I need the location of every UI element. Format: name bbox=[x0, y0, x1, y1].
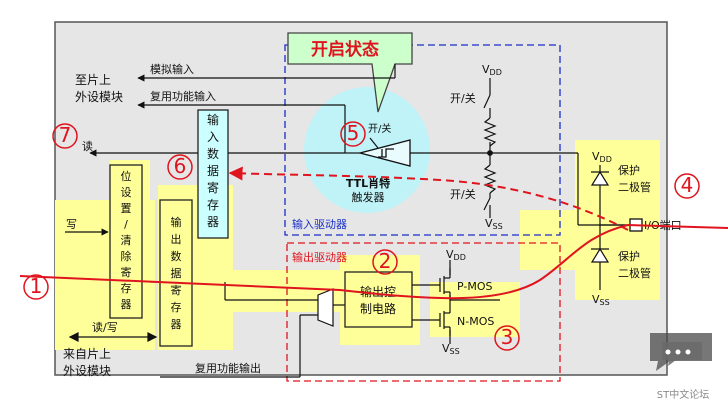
read-write-label: 读/写 bbox=[92, 320, 118, 334]
svg-text:2: 2 bbox=[379, 249, 392, 273]
write-label: 写 bbox=[66, 218, 77, 231]
bit-set-clear-register-box bbox=[109, 164, 143, 319]
protect-diode-bot-1: 保护 bbox=[618, 249, 640, 263]
schmitt-trigger-label-1: TTL肖特 bbox=[346, 176, 390, 190]
svg-text:寄: 寄 bbox=[207, 180, 219, 195]
from-peripheral-2: 外设模块 bbox=[63, 364, 111, 378]
pmos-label: P-MOS bbox=[457, 280, 493, 293]
svg-text:入: 入 bbox=[207, 130, 219, 144]
svg-text:置: 置 bbox=[121, 202, 132, 215]
svg-text:寄: 寄 bbox=[171, 283, 182, 297]
multiplexer-symbol bbox=[317, 288, 334, 327]
svg-text:出: 出 bbox=[171, 232, 182, 246]
svg-text:6: 6 bbox=[174, 154, 187, 178]
input-data-register-label: 输 入 数 据 寄 存 器 bbox=[207, 112, 219, 229]
svg-text:位: 位 bbox=[121, 169, 132, 183]
output-control-label-1: 输出控 bbox=[360, 284, 396, 299]
to-peripheral-2: 外设模块 bbox=[75, 90, 123, 104]
svg-text:数: 数 bbox=[171, 250, 182, 263]
svg-text:设: 设 bbox=[121, 186, 132, 199]
svg-text:存: 存 bbox=[171, 300, 182, 314]
read-label: 读 bbox=[82, 139, 93, 153]
vss-diode-label: VSS bbox=[592, 293, 610, 307]
output-driver-label: 输出驱动器 bbox=[292, 250, 347, 264]
input-driver-box bbox=[284, 44, 561, 236]
svg-text:存: 存 bbox=[121, 281, 132, 295]
output-driver-box bbox=[286, 242, 561, 382]
wiring bbox=[65, 64, 630, 378]
state-callout: 开启状态 bbox=[287, 32, 413, 113]
alt-func-input-label: 复用功能输入 bbox=[150, 89, 216, 103]
input-driver-label: 输入驱动器 bbox=[292, 217, 347, 231]
callouts: 1 2 3 4 5 6 7 bbox=[23, 121, 700, 351]
schmitt-onoff-label: 开/关 bbox=[368, 122, 391, 135]
vdd-top-label: VDD bbox=[482, 63, 502, 77]
from-peripheral-1: 来自片上 bbox=[63, 347, 111, 361]
output-data-register-label: 输 出 数 据 寄 存 器 bbox=[171, 215, 182, 331]
svg-text:除: 除 bbox=[121, 249, 132, 263]
svg-text:ST中文论坛: ST中文论坛 bbox=[657, 388, 709, 401]
output-control-box bbox=[344, 271, 413, 328]
pull-up-network bbox=[483, 94, 497, 211]
red-input-path bbox=[228, 166, 629, 231]
red-output-path bbox=[19, 223, 728, 300]
nmos-transistor bbox=[439, 305, 451, 336]
svg-text:3: 3 bbox=[501, 325, 514, 349]
svg-text:输: 输 bbox=[207, 112, 219, 127]
svg-text:据: 据 bbox=[171, 266, 182, 280]
vss-pulldown-label: VSS bbox=[485, 217, 503, 231]
svg-text:寄: 寄 bbox=[121, 265, 132, 279]
schmitt-trigger-label-2: 触发器 bbox=[352, 190, 385, 204]
svg-text:1: 1 bbox=[30, 274, 43, 298]
svg-text:数: 数 bbox=[207, 146, 219, 161]
pull-down-switch-label: 开/关 bbox=[450, 187, 476, 201]
forum-watermark: ST中文论坛 bbox=[650, 333, 712, 401]
output-data-register-box bbox=[159, 199, 193, 347]
svg-text:器: 器 bbox=[171, 318, 182, 331]
svg-text:清: 清 bbox=[121, 234, 132, 247]
svg-text:器: 器 bbox=[121, 298, 132, 311]
protection-diodes bbox=[590, 170, 610, 263]
vdd-pmos-label: VDD bbox=[446, 248, 466, 262]
pull-up-switch-label: 开/关 bbox=[450, 91, 476, 105]
svg-text:/: / bbox=[124, 218, 128, 231]
bit-set-clear-register-label: 位 设 置 / 清 除 寄 存 器 bbox=[121, 169, 132, 311]
to-peripheral-1: 至片上 bbox=[75, 73, 111, 87]
svg-text:据: 据 bbox=[207, 164, 219, 178]
svg-text:存: 存 bbox=[207, 198, 219, 212]
svg-text:输: 输 bbox=[171, 215, 182, 229]
vdd-diode-label: VDD bbox=[592, 150, 612, 164]
analog-input-label: 模拟输入 bbox=[150, 62, 194, 76]
schmitt-trigger-symbol bbox=[357, 139, 411, 167]
svg-text:4: 4 bbox=[681, 173, 694, 197]
svg-text:5: 5 bbox=[347, 121, 360, 145]
input-data-register-box bbox=[197, 109, 229, 239]
svg-text:器: 器 bbox=[207, 215, 219, 229]
protect-diode-bot-2: 二极管 bbox=[618, 266, 651, 280]
output-control-label-2: 制电路 bbox=[360, 301, 396, 316]
svg-text:开启状态: 开启状态 bbox=[311, 39, 379, 60]
svg-text:7: 7 bbox=[59, 123, 72, 147]
nmos-label: N-MOS bbox=[457, 315, 494, 328]
vss-nmos-label: VSS bbox=[442, 342, 460, 356]
protect-diode-top-2: 二极管 bbox=[618, 180, 651, 194]
protect-diode-top-1: 保护 bbox=[618, 163, 640, 177]
alt-func-output-label: 复用功能输出 bbox=[195, 361, 261, 375]
schmitt-highlight-circle bbox=[304, 87, 430, 213]
